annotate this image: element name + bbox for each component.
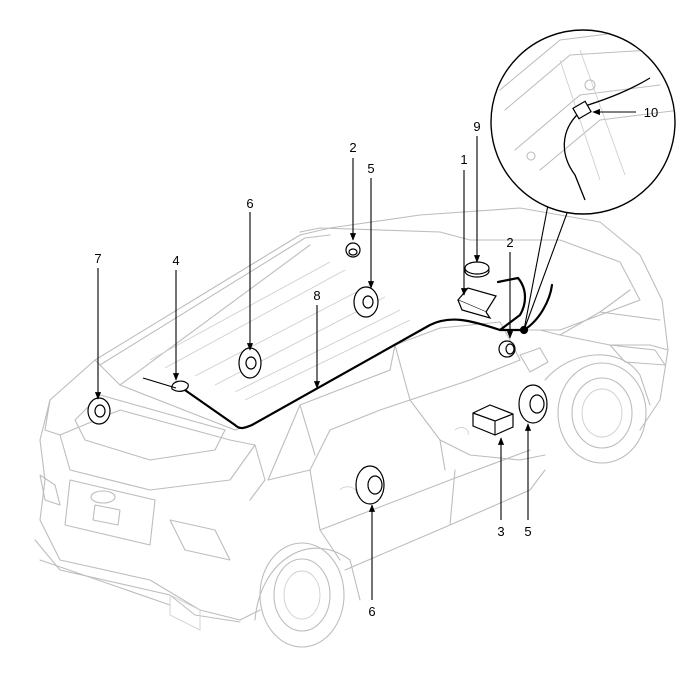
callout-2-front: 2 (349, 140, 356, 155)
components (87, 242, 548, 505)
wiring-harness (180, 204, 571, 430)
connector-detail-inset (490, 29, 676, 215)
callout-9: 9 (473, 119, 480, 134)
callout-3: 3 (497, 524, 504, 539)
callout-2-rear: 2 (506, 235, 513, 250)
callout-10: 10 (644, 105, 658, 120)
callout-4: 4 (172, 253, 179, 268)
callout-6-roof: 6 (246, 196, 253, 211)
callout-7: 7 (94, 251, 101, 266)
leader-lines (94, 108, 636, 600)
vehicle-outline (34, 207, 669, 648)
callout-5-door: 5 (524, 524, 531, 539)
callout-6-door: 6 (368, 604, 375, 619)
component-4-antenna (171, 380, 189, 392)
callout-labels: 1 2 2 3 4 5 5 6 6 7 8 9 10 (94, 105, 658, 619)
callout-8: 8 (313, 288, 320, 303)
callout-1: 1 (460, 152, 467, 167)
callout-5-roof: 5 (367, 161, 374, 176)
